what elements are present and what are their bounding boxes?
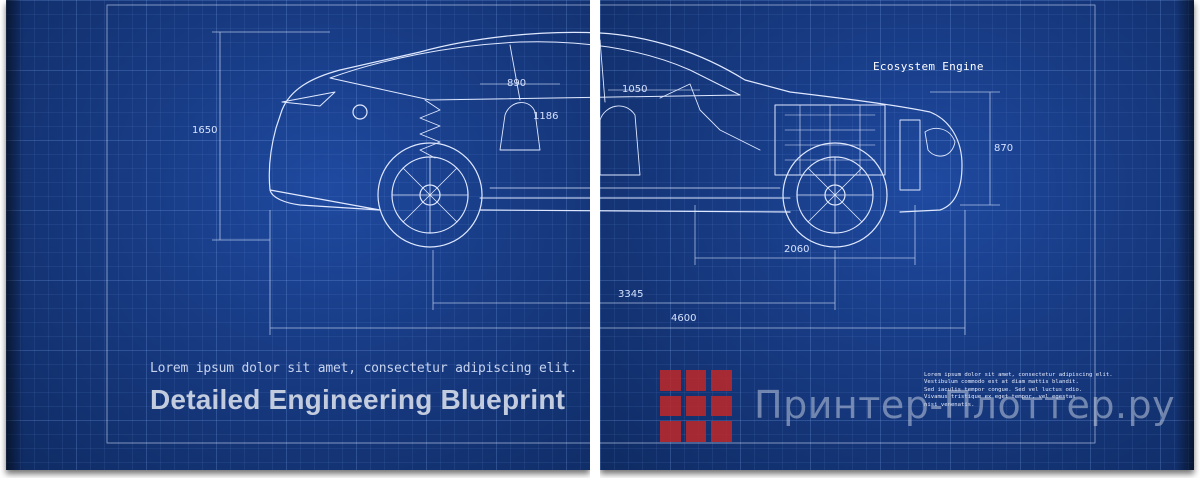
blueprint-subtitle: Lorem ipsum dolor sit amet, consectetur … bbox=[150, 361, 578, 376]
blueprint-title: Detailed Engineering Blueprint bbox=[150, 384, 566, 415]
dimension-1050: 1050 bbox=[622, 84, 648, 95]
car-body-outline bbox=[268, 31, 963, 213]
dimension-2060: 2060 bbox=[784, 244, 810, 255]
front-wheel bbox=[782, 142, 888, 248]
watermark-text: Принтер-Плоттер.ру bbox=[754, 383, 1176, 427]
note-line: Vestibulum commodo est at diam mattis bl… bbox=[924, 379, 1079, 386]
dimension-4600: 4600 bbox=[671, 313, 697, 324]
canvas-panel-left bbox=[6, 0, 590, 470]
note-line: Vivamus tristique ex eget tempor, vel eg… bbox=[924, 394, 1076, 401]
dimension-1186: 1186 bbox=[533, 111, 559, 122]
dimension-890: 890 bbox=[507, 78, 527, 89]
ecosystem-engine-label: Ecosystem Engine bbox=[873, 60, 984, 73]
note-line: Sed iaculis tempor congue. Sed vel luctu… bbox=[924, 386, 1083, 393]
panel-gap bbox=[590, 0, 600, 478]
dimension-1650: 1650 bbox=[192, 125, 218, 136]
note-line: nisi venenatis. bbox=[924, 401, 975, 408]
watermark-logo-icon bbox=[660, 370, 732, 442]
dimension-870: 870 bbox=[994, 143, 1014, 154]
note-line: Lorem ipsum dolor sit amet, consectetur … bbox=[924, 372, 1113, 378]
dimension-3345: 3345 bbox=[618, 289, 644, 300]
rear-wheel bbox=[377, 142, 483, 248]
blueprint-notes: Lorem ipsum dolor sit amet, consectetur … bbox=[924, 372, 1113, 409]
